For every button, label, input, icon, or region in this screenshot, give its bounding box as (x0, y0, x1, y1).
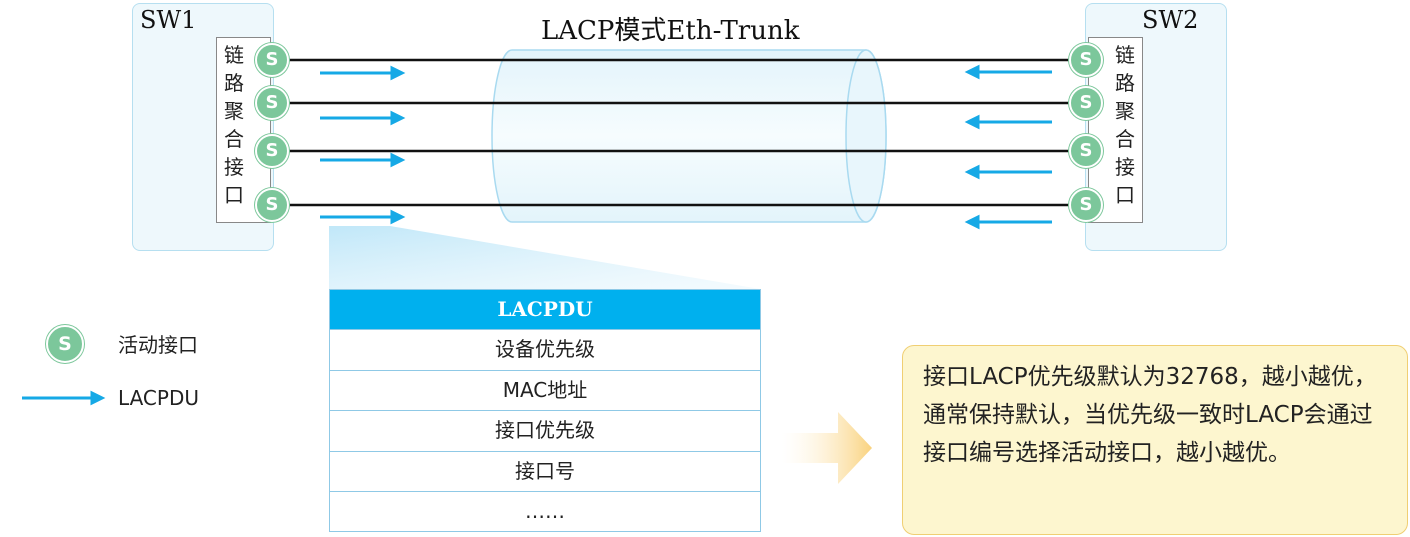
lacpdu-field: …… (330, 490, 760, 531)
lacpdu-field: MAC地址 (330, 369, 760, 410)
sw1-aggregation-label: 链路聚合接口 (224, 43, 244, 207)
trunk-cylinder (491, 49, 887, 223)
lacpdu-arrows-sw1 (320, 65, 406, 225)
active-port-icon: S (1069, 188, 1103, 222)
legend-active-interface-label: 活动接口 (118, 333, 198, 357)
active-port-icon: S (255, 43, 289, 77)
lacpdu-arrows-sw2 (964, 64, 1052, 230)
legend-lacpdu-label: LACPDU (118, 386, 199, 410)
lacpdu-table-header: LACPDU (330, 290, 760, 330)
priority-note: 接口LACP优先级默认为32768，越小越优，通常保持默认，当优先级一致时LAC… (902, 345, 1408, 535)
active-port-icon: S (1069, 43, 1103, 77)
lacpdu-table: LACPDU 设备优先级 MAC地址 接口优先级 接口号 …… (329, 289, 761, 533)
active-port-icon: S (1069, 86, 1103, 120)
lacpdu-field: 设备优先级 (330, 329, 760, 369)
lacpdu-field: 接口号 (330, 450, 760, 491)
active-port-icon: S (255, 86, 289, 120)
note-pointer-arrow (782, 412, 872, 484)
legend-port-icon: S (46, 325, 84, 363)
active-port-icon: S (255, 188, 289, 222)
active-port-icon: S (1069, 134, 1103, 168)
links (286, 58, 1072, 207)
switch-sw2-label: SW2 (1142, 6, 1199, 34)
trunk-title: LACP模式Eth-Trunk (541, 16, 800, 46)
lacpdu-field: 接口优先级 (330, 410, 760, 450)
active-port-icon: S (255, 134, 289, 168)
legend-arrow-icon (22, 390, 106, 406)
sw2-aggregation-label: 链路聚合接口 (1115, 43, 1135, 207)
lacpdu-callout-wedge (329, 226, 760, 289)
switch-sw1-label: SW1 (140, 6, 197, 34)
